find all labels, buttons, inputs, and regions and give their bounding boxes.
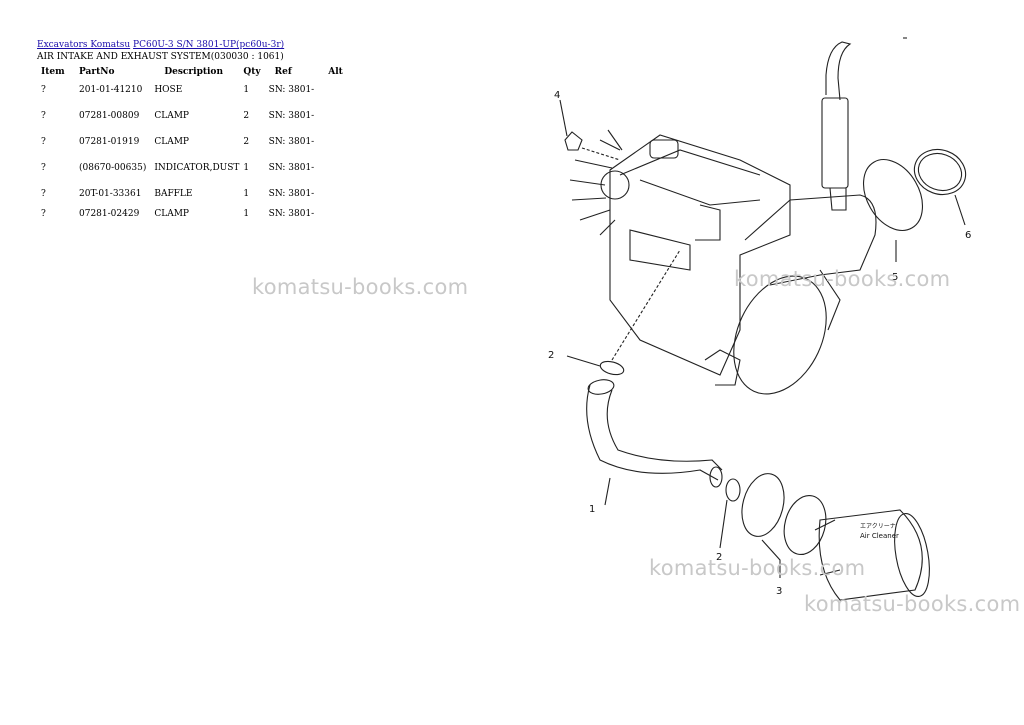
engine-block [609, 134, 791, 376]
cell-description: CLAMP [154, 137, 189, 147]
callout-3: 3 [776, 586, 782, 597]
callout-2-bottom: 2 [716, 552, 722, 563]
cell-qty: 2 [243, 111, 250, 121]
cell-alt [318, 209, 347, 229]
breadcrumb: Excavators Komatsu PC60U-3 S/N 3801-UP(p… [37, 40, 284, 50]
air-cleaner-label-en: Air Cleaner [860, 532, 899, 540]
muffler [821, 97, 849, 189]
cell-partno: 20T-01-33361 [79, 189, 142, 199]
cell-ref: SN: 3801- [268, 85, 315, 95]
callout-1: 1 [589, 504, 595, 515]
cell-ref: SN: 3801- [268, 137, 315, 147]
intake-hose [586, 384, 723, 481]
air-cleaner [818, 509, 923, 601]
cell-description: BAFFLE [154, 189, 193, 199]
table-row: ? (08670-00635) INDICATOR,DUST 1 SN: 380… [37, 163, 347, 189]
cell-partno: 07281-02429 [79, 209, 140, 219]
cell-qty: 1 [243, 163, 250, 173]
callout-5: 5 [892, 272, 898, 283]
table-row: ? 07281-01919 CLAMP 2 SN: 3801- [37, 137, 347, 163]
watermark: komatsu-books.com [734, 267, 951, 291]
exhaust-pipe [825, 41, 852, 101]
cell-partno: (08670-00635) [79, 163, 147, 173]
cell-description: INDICATOR,DUST [154, 163, 240, 173]
engine-fan [569, 129, 623, 236]
clamp-part-3b [783, 495, 827, 555]
table-row: ? 07281-02429 CLAMP 1 SN: 3801- [37, 209, 347, 229]
cell-qty: 2 [243, 137, 250, 147]
parts-diagram: 4 2 1 2 3 5 6 エアクリーナ Air Cleaner [548, 37, 971, 601]
ring-part-6 [913, 148, 967, 196]
cell-ref: SN: 3801- [268, 209, 315, 219]
cell-item: ? [41, 111, 46, 121]
table-header-row: Item PartNo Description Qty Ref Alt [37, 66, 347, 85]
table-row: ? 07281-00809 CLAMP 2 SN: 3801- [37, 111, 347, 137]
col-header-qty: Qty [243, 67, 261, 77]
watermark: komatsu-books.com [252, 275, 469, 299]
cell-description: CLAMP [154, 209, 189, 219]
callout-2-top: 2 [548, 350, 554, 361]
col-header-item: Item [41, 67, 65, 77]
cell-item: ? [41, 85, 46, 95]
filter-housing [744, 194, 877, 286]
cell-qty: 1 [243, 209, 250, 219]
cell-partno: 07281-01919 [79, 137, 140, 147]
cell-item: ? [41, 209, 46, 219]
ring-part-5 [862, 159, 924, 231]
cell-item: ? [41, 189, 46, 199]
cell-description: CLAMP [154, 111, 189, 121]
callout-6: 6 [965, 230, 971, 241]
parts-table: Item PartNo Description Qty Ref Alt ? 20… [37, 66, 347, 229]
col-header-partno: PartNo [79, 67, 115, 77]
cell-partno: 07281-00809 [79, 111, 140, 121]
cell-partno: 201-01-41210 [79, 85, 143, 95]
dust-indicator [564, 131, 583, 151]
breadcrumb-link-model[interactable]: PC60U-3 S/N 3801-UP(pc60u-3r) [133, 40, 285, 50]
cell-item: ? [41, 137, 46, 147]
col-header-description: Description [164, 67, 223, 77]
table-row: ? 20T-01-33361 BAFFLE 1 SN: 3801- [37, 189, 347, 209]
cell-item: ? [41, 163, 46, 173]
cell-description: HOSE [154, 85, 183, 95]
table-row: ? 201-01-41210 HOSE 1 SN: 3801- [37, 85, 347, 111]
col-header-alt: Alt [328, 67, 343, 77]
cell-alt [318, 189, 347, 209]
cell-ref: SN: 3801- [268, 111, 315, 121]
cell-alt [318, 85, 347, 111]
air-cleaner-label-jp: エアクリーナ [860, 523, 896, 530]
cell-qty: 1 [243, 85, 250, 95]
watermark: komatsu-books.com [804, 592, 1021, 616]
clamp-part-3a [741, 473, 785, 537]
callout-4: 4 [554, 90, 560, 101]
cell-alt [318, 111, 347, 137]
watermark: komatsu-books.com [649, 556, 866, 580]
cell-alt [318, 137, 347, 163]
section-title: AIR INTAKE AND EXHAUST SYSTEM(030030 : 1… [37, 52, 284, 62]
cell-ref: SN: 3801- [268, 163, 315, 173]
col-header-ref: Ref [274, 67, 292, 77]
cell-alt [318, 163, 347, 189]
cell-ref: SN: 3801- [268, 189, 315, 199]
breadcrumb-link-excavators[interactable]: Excavators Komatsu [37, 40, 131, 50]
cell-qty: 1 [243, 189, 250, 199]
